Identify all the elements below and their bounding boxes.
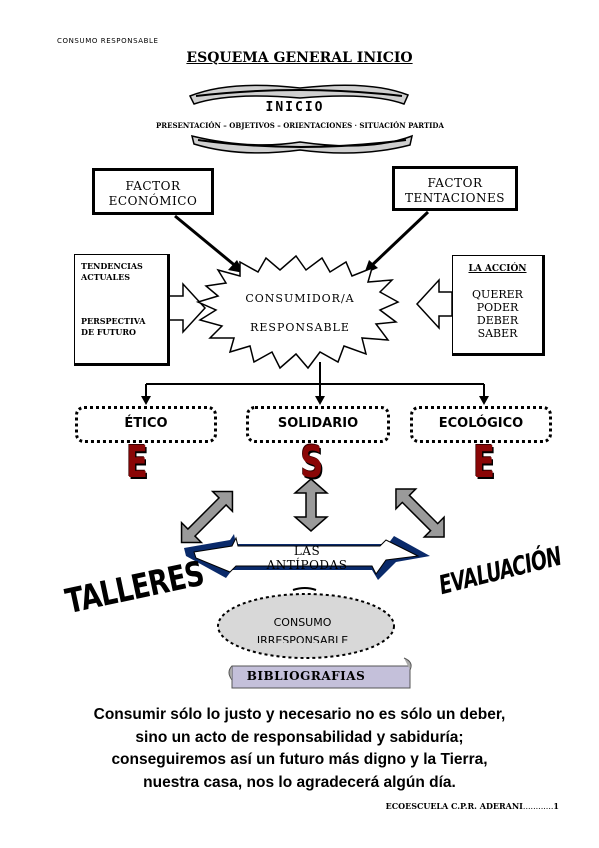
page-footer: ECOESCUELA C.P.R. ADERANI............1 — [379, 801, 559, 811]
tendencias-line1: TENDENCIAS — [81, 261, 143, 271]
quote-line-2: sino un acto de responsabilidad y sabidu… — [135, 728, 464, 746]
consumidor-line2: RESPONSABLE — [250, 321, 350, 334]
inicio-scroll-shape — [188, 84, 414, 154]
tendencias-box: TENDENCIAS ACTUALES PERSPECTIVA DE FUTUR… — [74, 254, 170, 366]
quote-line-4: nuestra casa, nos lo agradecerá algún dí… — [143, 773, 456, 791]
factor-economico-box: FACTOR ECONÓMICO — [92, 168, 214, 215]
page-title-text: ESQUEMA GENERAL INICIO — [186, 50, 413, 66]
branch-arrowheads — [141, 396, 489, 405]
quote-line-3: conseguiremos así un futuro más digno y … — [111, 751, 488, 768]
factor-economico-line1: FACTOR — [125, 179, 181, 193]
accion-heading: LA ACCIÓN — [468, 264, 527, 274]
branch-connectors — [145, 362, 485, 398]
accion-box: LA ACCIÓN QUERER PODER DEBER SABER — [452, 255, 545, 356]
accion-item-saber: SABER — [477, 327, 518, 340]
consumo-cloud-connector — [292, 587, 317, 591]
factor-tentaciones-line2: TENTACIONES — [404, 191, 506, 205]
document-label: CONSUMO RESPONSABLE — [57, 37, 159, 45]
factor-tentaciones-box: FACTOR TENTACIONES — [392, 166, 518, 211]
consumo-line1: CONSUMO — [273, 616, 332, 629]
inicio-subtitle: PRESENTACIÓN – OBJETIVOS – ORIENTACIONES… — [156, 121, 444, 130]
right-hollow-arrow — [415, 278, 453, 330]
closing-quote: Consumir sólo lo justo y necesario no es… — [20, 704, 579, 794]
inicio-title: INICIO — [265, 100, 325, 115]
left-hollow-arrow — [167, 282, 207, 334]
accion-item-querer: QUERER — [472, 288, 523, 301]
footer-dots: ............ — [522, 802, 554, 811]
value-box-etico: ÉTICO — [75, 406, 217, 443]
antipodas-banner — [193, 536, 420, 575]
value-box-ecologico: ECOLÓGICO — [410, 406, 552, 443]
accion-item-deber: DEBER — [476, 314, 519, 327]
footer-school: ECOESCUELA C.P.R. ADERANI — [385, 801, 523, 811]
double-arrow-center — [293, 478, 329, 532]
tendencias-line2: ACTUALES — [81, 272, 130, 282]
accion-item-poder: PODER — [476, 301, 519, 314]
double-arrow-left — [180, 490, 234, 544]
factor-tentaciones-line1: FACTOR — [427, 176, 483, 190]
antipodas-label: LAS ANTÍPODAS — [266, 544, 348, 572]
letter-e-ecologico: E — [473, 437, 495, 488]
consumidor-line1: CONSUMIDOR/A — [245, 292, 355, 305]
perspectiva-line2: DE FUTURO — [81, 327, 137, 337]
double-arrow-right — [395, 488, 445, 538]
page-title: ESQUEMA GENERAL INICIO — [0, 50, 599, 66]
perspectiva-line1: PERSPECTIVA — [81, 316, 146, 326]
consumer-starburst — [195, 254, 400, 370]
bibliografias-label: BIBLIOGRAFIAS — [246, 669, 366, 683]
letter-s-solidario: S — [300, 437, 324, 488]
consumo-cloud — [217, 593, 395, 659]
letter-e-etico: E — [126, 437, 148, 488]
factor-economico-line2: ECONÓMICO — [108, 194, 198, 208]
consumo-line2: IRRESPONSABLE — [256, 634, 349, 643]
quote-line-1: Consumir sólo lo justo y necesario no es… — [93, 706, 506, 723]
value-box-solidario: SOLIDARIO — [246, 406, 390, 443]
page-number: 1 — [553, 801, 559, 811]
bibliografias-scroll — [228, 657, 412, 689]
consumidor-label: CONSUMIDOR/A RESPONSABLE — [225, 292, 375, 334]
consumo-label: CONSUMO IRRESPONSABLE — [235, 614, 370, 643]
